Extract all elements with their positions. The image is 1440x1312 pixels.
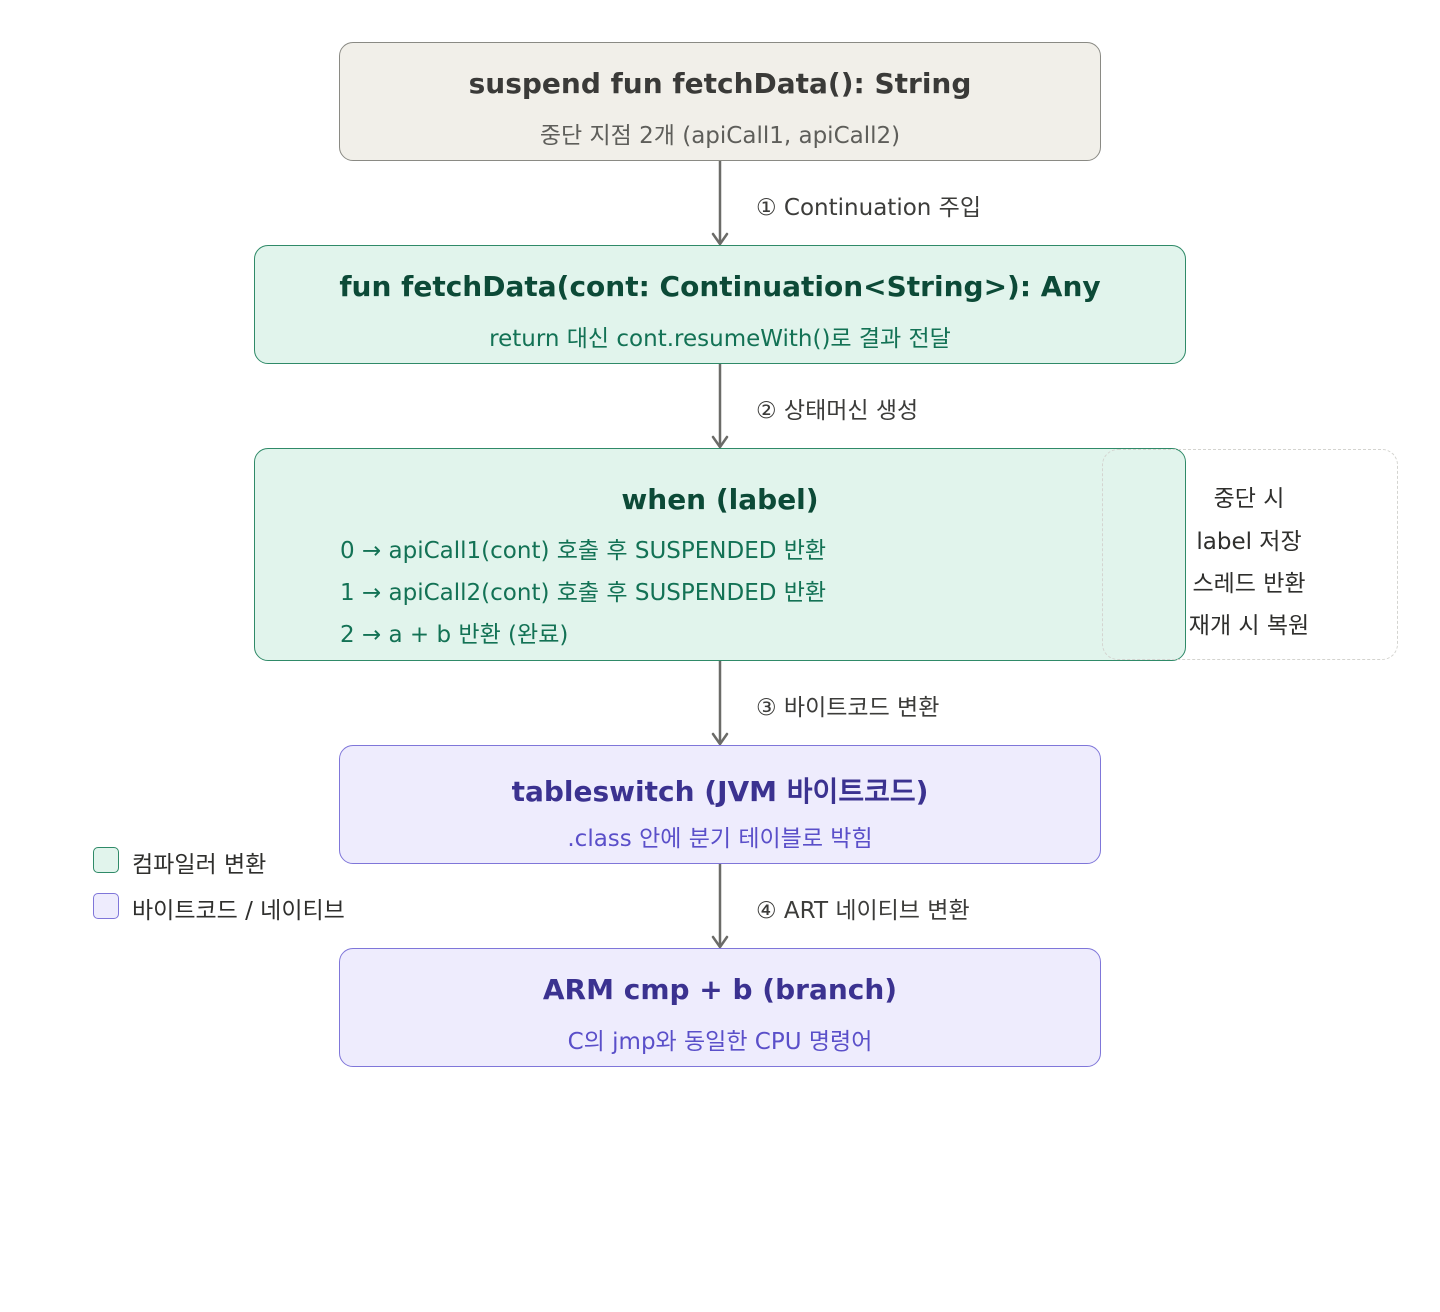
state-line: 1 → apiCall2(cont) 호출 후 SUSPENDED 반환 [340, 580, 827, 606]
side-note-line: 스레드 반환 [1192, 571, 1306, 597]
arrow-3-head [711, 732, 729, 746]
legend-label-bytecode: 바이트코드 / 네이티브 [132, 898, 345, 924]
node-title: fun fetchData(cont: Continuation<String>… [339, 270, 1101, 303]
node-subtitle: return 대신 cont.resumeWith()로 결과 전달 [489, 326, 951, 352]
edge-label-art-native: ④ ART 네이티브 변환 [756, 898, 970, 924]
edge-label-bytecode: ③ 바이트코드 변환 [756, 695, 940, 721]
state-line: 2 → a + b 반환 (완료) [340, 622, 569, 648]
legend-swatch-bytecode [93, 893, 119, 919]
side-note-line: label 저장 [1196, 529, 1302, 555]
node-subtitle: C의 jmp와 동일한 CPU 명령어 [567, 1029, 873, 1055]
suspend-function-node: suspend fun fetchData(): String 중단 지점 2개… [339, 42, 1101, 161]
state-machine-node: when (label) [254, 448, 1186, 661]
legend-swatch-compiler [93, 847, 119, 873]
side-note-line: 재개 시 복원 [1188, 613, 1310, 639]
side-note-line: 중단 시 [1213, 486, 1285, 512]
state-line: 0 → apiCall1(cont) 호출 후 SUSPENDED 반환 [340, 538, 827, 564]
node-subtitle: 중단 지점 2개 (apiCall1, apiCall2) [539, 123, 901, 149]
node-title: when (label) [621, 483, 819, 516]
node-title: suspend fun fetchData(): String [468, 67, 972, 100]
legend-label-compiler: 컴파일러 변환 [132, 852, 267, 878]
arrow-4-head [711, 935, 729, 949]
arm-branch-node: ARM cmp + b (branch) C의 jmp와 동일한 CPU 명령어 [339, 948, 1101, 1067]
node-title: ARM cmp + b (branch) [542, 973, 898, 1006]
tableswitch-node: tableswitch (JVM 바이트코드) .class 안에 분기 테이블… [339, 745, 1101, 864]
arrow-1-head [711, 232, 729, 246]
side-note-box [1102, 449, 1398, 660]
node-title: tableswitch (JVM 바이트코드) [511, 775, 929, 808]
arrow-2-head [711, 435, 729, 449]
edge-label-continuation: ① Continuation 주입 [756, 195, 981, 221]
edge-label-state-machine: ② 상태머신 생성 [756, 398, 919, 424]
node-subtitle: .class 안에 분기 테이블로 박힘 [567, 826, 873, 852]
cps-function-node: fun fetchData(cont: Continuation<String>… [254, 245, 1186, 364]
